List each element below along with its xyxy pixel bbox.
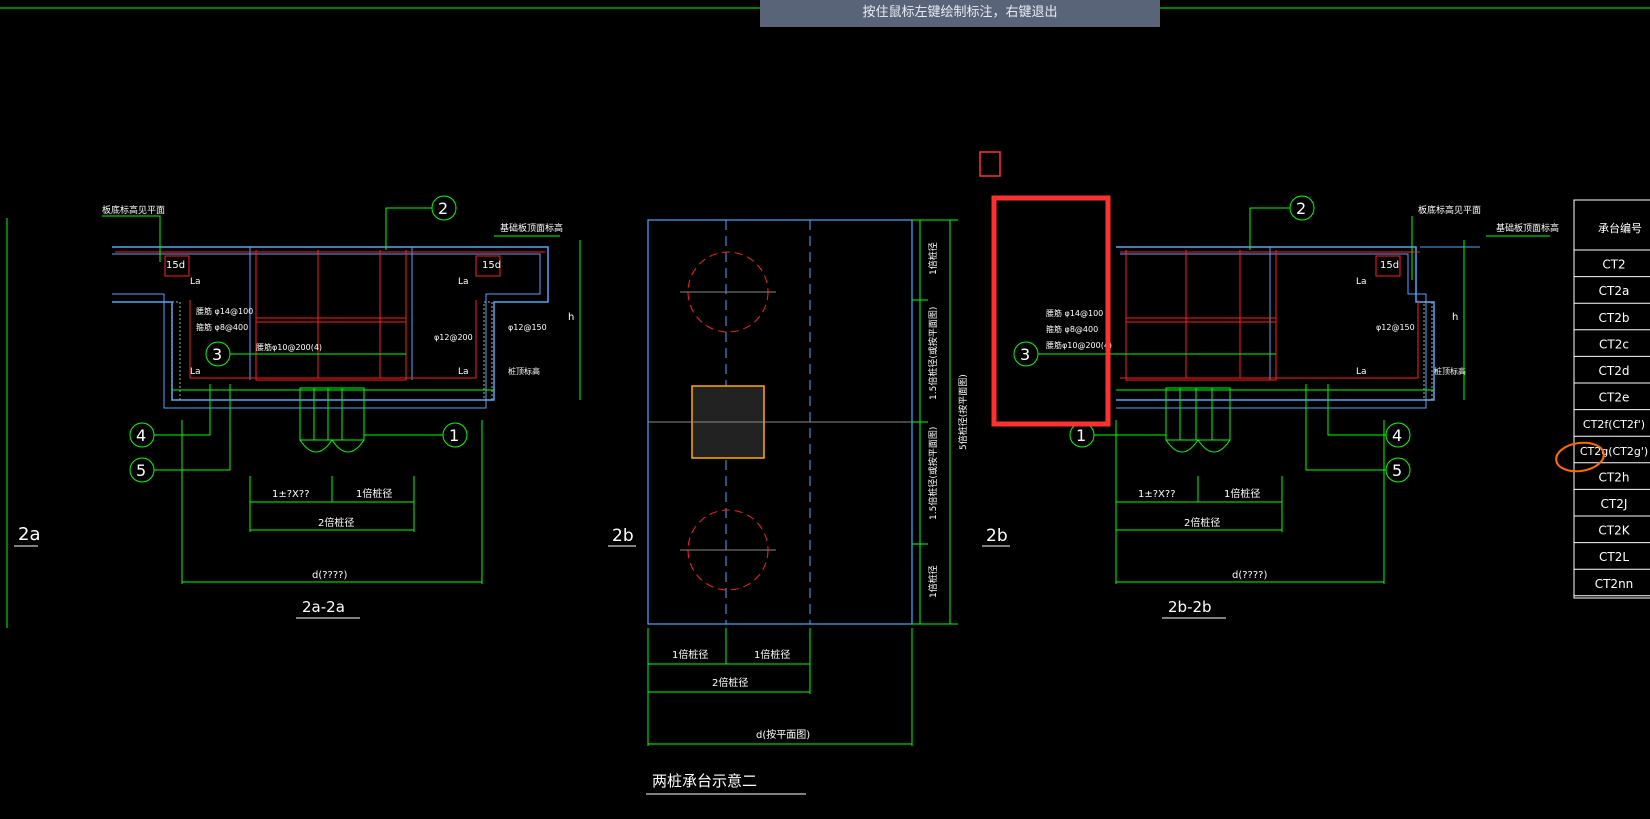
callout-3: 3 <box>212 345 222 364</box>
table-row: CT2c <box>1599 337 1629 351</box>
svg-text:La: La <box>1356 367 1367 377</box>
table-row: CT2d <box>1599 364 1630 378</box>
callout-2-right: 2 <box>1296 199 1306 218</box>
svg-text:La: La <box>190 277 201 287</box>
plan-view: 1倍桩径 1.5倍桩径(或按平面图) 1.5倍桩径(或按平面图) 1倍桩径 5倍… <box>608 219 1010 795</box>
selection-marker <box>979 151 1001 177</box>
svg-text:腰筋φ10@200(4): 腰筋φ10@200(4) <box>1046 340 1112 350</box>
svg-text:腰筋φ10@200(4): 腰筋φ10@200(4) <box>256 342 322 352</box>
plan-side-label-right: 2b <box>986 526 1008 546</box>
svg-text:h: h <box>568 312 574 323</box>
table-row: CT2e <box>1599 391 1630 405</box>
callout-4-right: 4 <box>1392 426 1402 445</box>
svg-text:d(按平面图): d(按平面图) <box>756 728 810 741</box>
svg-text:1±?X??: 1±?X?? <box>1138 489 1176 500</box>
svg-text:φ12@200: φ12@200 <box>434 333 473 342</box>
svg-text:1倍桩径: 1倍桩径 <box>1224 487 1260 500</box>
highlight-box[interactable] <box>991 195 1111 427</box>
svg-text:La: La <box>458 277 469 287</box>
plan-side-label-left: 2b <box>612 526 634 546</box>
svg-text:h: h <box>1452 312 1458 323</box>
table-row: CT2f(CT2f') <box>1583 418 1645 431</box>
table-header: 承台编号 <box>1598 221 1642 235</box>
svg-text:5倍桩径(按平面图): 5倍桩径(按平面图) <box>957 374 969 450</box>
left-section-view: 2 3 4 5 1 板底标高见平面 基础板顶面标高 15d 15d La La … <box>102 195 581 619</box>
svg-text:基础板顶面标高: 基础板顶面标高 <box>1496 222 1559 234</box>
svg-text:1倍桩径: 1倍桩径 <box>754 648 790 661</box>
svg-text:2倍桩径: 2倍桩径 <box>1184 516 1220 529</box>
svg-text:板底标高见平面: 板底标高见平面 <box>102 204 165 216</box>
right-section-view: 2 3 1 4 5 板底标高见平面 基础板顶面标高 15d La La 腰筋 φ… <box>1013 195 1559 619</box>
svg-text:15d: 15d <box>1380 260 1399 271</box>
svg-text:La: La <box>1356 277 1367 287</box>
svg-text:2倍桩径: 2倍桩径 <box>712 676 748 689</box>
table-row: CT2 <box>1602 258 1625 272</box>
svg-text:La: La <box>458 367 469 377</box>
cap-number-table: 承台编号 <box>1573 199 1650 599</box>
table-row: CT2a <box>1599 284 1630 298</box>
svg-text:1倍桩径: 1倍桩径 <box>672 648 708 661</box>
svg-text:腰筋 φ14@100: 腰筋 φ14@100 <box>1046 308 1103 318</box>
table-row: CT2J <box>1601 497 1628 511</box>
callout-3-right: 3 <box>1020 345 1030 364</box>
svg-text:1.5倍桩径(或按平面图): 1.5倍桩径(或按平面图) <box>927 427 939 520</box>
callout-2: 2 <box>438 199 448 218</box>
left-side-label: 2a <box>18 524 40 545</box>
svg-text:15d: 15d <box>166 260 185 271</box>
svg-text:1倍桩径: 1倍桩径 <box>356 487 392 500</box>
command-hint-banner: 按住鼠标左键绘制标注，右键退出 <box>760 0 1160 27</box>
svg-text:1.5倍桩径(或按平面图): 1.5倍桩径(或按平面图) <box>927 307 939 400</box>
svg-text:桩顶标高: 桩顶标高 <box>1434 366 1466 376</box>
left-section-title: 2a-2a <box>302 598 345 616</box>
annotation-circle <box>1555 441 1605 473</box>
callout-4: 4 <box>136 426 146 445</box>
svg-text:1倍桩径: 1倍桩径 <box>927 242 939 275</box>
table-row: CT2K <box>1598 524 1630 538</box>
svg-text:桩顶标高: 桩顶标高 <box>508 366 540 376</box>
callout-5-right: 5 <box>1392 461 1402 480</box>
callout-1-right: 1 <box>1076 426 1086 445</box>
plan-caption: 两桩承台示意二 <box>652 772 757 790</box>
svg-text:d(????): d(????) <box>1232 570 1267 581</box>
svg-text:d(????): d(????) <box>312 570 347 581</box>
table-row: CT2b <box>1599 311 1630 325</box>
callout-1: 1 <box>449 426 459 445</box>
svg-text:φ12@150: φ12@150 <box>1376 323 1415 332</box>
right-section-title: 2b-2b <box>1168 598 1212 616</box>
svg-text:2倍桩径: 2倍桩径 <box>318 516 354 529</box>
svg-text:15d: 15d <box>482 260 501 271</box>
svg-text:1倍桩径: 1倍桩径 <box>927 565 939 598</box>
svg-text:腰筋 φ14@100: 腰筋 φ14@100 <box>196 306 253 316</box>
svg-text:1±?X??: 1±?X?? <box>272 489 310 500</box>
svg-text:箍筋 φ8@400: 箍筋 φ8@400 <box>1046 324 1098 334</box>
callout-5: 5 <box>136 461 146 480</box>
svg-text:箍筋 φ8@400: 箍筋 φ8@400 <box>196 322 248 332</box>
svg-text:板底标高见平面: 板底标高见平面 <box>1418 204 1481 216</box>
table-row: CT2nn <box>1595 577 1634 591</box>
table-row: CT2g(CT2g') <box>1580 445 1648 458</box>
svg-text:基础板顶面标高: 基础板顶面标高 <box>500 222 563 234</box>
table-row: CT2h <box>1599 470 1630 484</box>
svg-text:φ12@150: φ12@150 <box>508 323 547 332</box>
svg-text:La: La <box>190 367 201 377</box>
table-row: CT2L <box>1599 550 1629 564</box>
